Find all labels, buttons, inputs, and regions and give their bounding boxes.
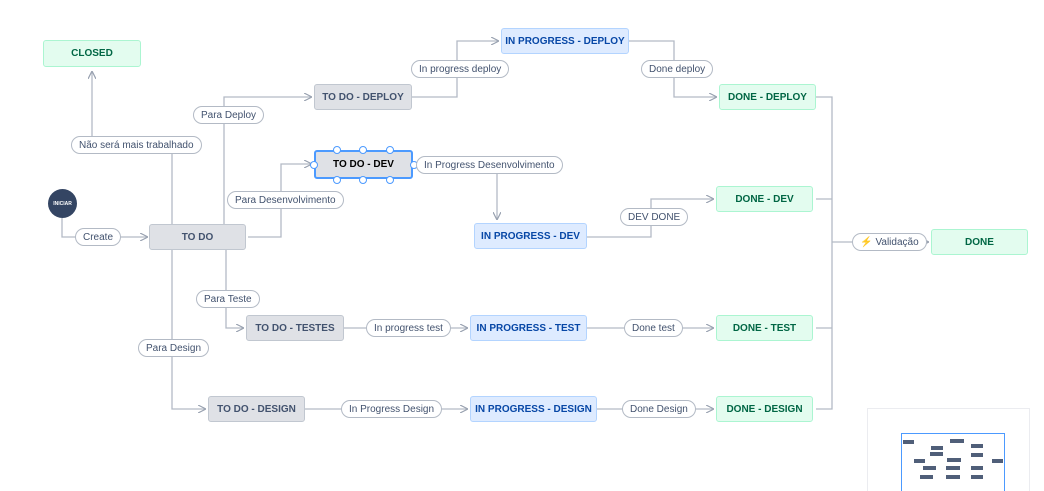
line-validacao bbox=[816, 96, 928, 410]
selection-handle[interactable] bbox=[359, 176, 367, 184]
minimap-node bbox=[950, 439, 964, 443]
selection-handle[interactable] bbox=[333, 146, 341, 154]
minimap-node bbox=[971, 466, 983, 470]
status-done-deploy[interactable]: DONE - DEPLOY bbox=[719, 84, 816, 110]
status-done[interactable]: DONE bbox=[931, 229, 1028, 255]
status-in-progress-dev[interactable]: IN PROGRESS - DEV bbox=[474, 223, 587, 249]
selection-handle[interactable] bbox=[359, 146, 367, 154]
transition-done-test[interactable]: Done test bbox=[624, 319, 683, 337]
status-done-dev[interactable]: DONE - DEV bbox=[716, 186, 813, 212]
line-para-teste bbox=[225, 250, 243, 328]
minimap-node bbox=[946, 466, 960, 470]
status-done-design[interactable]: DONE - DESIGN bbox=[716, 396, 813, 422]
transition-in-progress-deploy[interactable]: In progress deploy bbox=[411, 60, 510, 78]
start-node[interactable]: INICIAR bbox=[48, 189, 77, 218]
status-in-progress-deploy[interactable]: IN PROGRESS - DEPLOY bbox=[501, 28, 629, 54]
status-done-test[interactable]: DONE - TEST bbox=[716, 315, 813, 341]
selection-handle[interactable] bbox=[310, 161, 318, 169]
status-todo-testes[interactable]: TO DO - TESTES bbox=[246, 315, 344, 341]
status-todo-dev-label: TO DO - DEV bbox=[333, 159, 394, 170]
transition-para-desenvolvimento[interactable]: Para Desenvolvimento bbox=[227, 191, 344, 209]
minimap-node bbox=[947, 458, 961, 462]
status-in-progress-test[interactable]: IN PROGRESS - TEST bbox=[470, 315, 587, 341]
selection-handle[interactable] bbox=[386, 176, 394, 184]
transition-create[interactable]: Create bbox=[75, 228, 122, 246]
status-todo-deploy[interactable]: TO DO - DEPLOY bbox=[314, 84, 412, 110]
lightning-bolt-icon: ⚡ bbox=[860, 236, 873, 248]
minimap[interactable] bbox=[867, 408, 1030, 491]
minimap-node bbox=[971, 475, 983, 479]
selection-handle[interactable] bbox=[333, 176, 341, 184]
minimap-node bbox=[931, 446, 943, 450]
minimap-node bbox=[920, 475, 933, 479]
transition-done-deploy[interactable]: Done deploy bbox=[641, 60, 714, 78]
minimap-viewport[interactable] bbox=[901, 433, 1005, 491]
minimap-node bbox=[946, 475, 960, 479]
transition-para-deploy[interactable]: Para Deploy bbox=[193, 106, 265, 124]
transition-in-progress-desenvolvimento[interactable]: In Progress Desenvolvimento bbox=[416, 156, 563, 174]
transition-in-progress-design[interactable]: In Progress Design bbox=[341, 400, 443, 418]
minimap-node bbox=[923, 466, 936, 470]
transition-in-progress-test[interactable]: In progress test bbox=[366, 319, 451, 337]
transition-para-teste[interactable]: Para Teste bbox=[196, 290, 260, 308]
minimap-node bbox=[971, 453, 983, 457]
minimap-node bbox=[930, 452, 943, 456]
minimap-node bbox=[992, 459, 1003, 463]
status-todo-design[interactable]: TO DO - DESIGN bbox=[208, 396, 305, 422]
selection-handle[interactable] bbox=[386, 146, 394, 154]
status-todo-dev[interactable]: TO DO - DEV bbox=[314, 150, 413, 179]
minimap-node bbox=[914, 459, 925, 463]
status-closed[interactable]: CLOSED bbox=[43, 40, 141, 67]
transition-validacao-label: Validação bbox=[875, 236, 919, 248]
transition-done-design[interactable]: Done Design bbox=[622, 400, 696, 418]
transition-validacao[interactable]: ⚡ Validação bbox=[852, 233, 927, 251]
status-in-progress-design[interactable]: IN PROGRESS - DESIGN bbox=[470, 396, 597, 422]
transition-dev-done[interactable]: DEV DONE bbox=[620, 208, 689, 226]
transition-nao-sera-mais-trabalhado[interactable]: Não será mais trabalhado bbox=[71, 136, 202, 154]
minimap-node bbox=[903, 440, 914, 444]
status-todo[interactable]: TO DO bbox=[149, 224, 246, 250]
transition-para-design[interactable]: Para Design bbox=[138, 339, 210, 357]
line-para-design bbox=[171, 250, 205, 409]
minimap-node bbox=[971, 444, 983, 448]
